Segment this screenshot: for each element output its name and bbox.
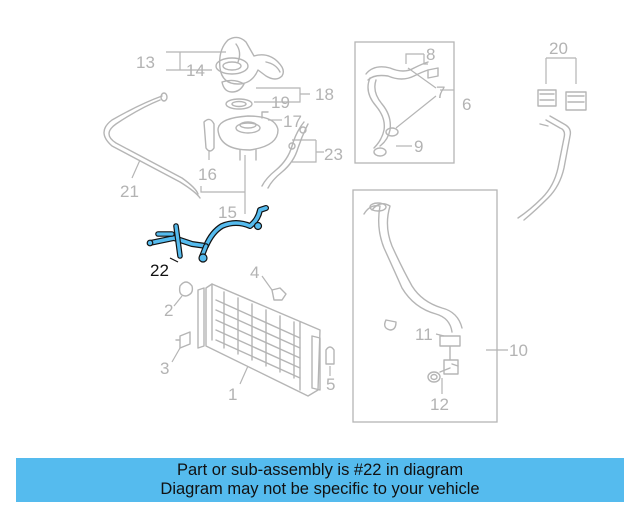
expansion-tank: [200, 111, 282, 214]
label-11: 11: [415, 325, 433, 344]
thermostat-housing-group: [166, 36, 310, 110]
label-18: 18: [315, 85, 334, 104]
diagram-caption: Part or sub-assembly is #22 in diagram D…: [16, 458, 624, 502]
hose-23: [261, 121, 324, 189]
caption-line-1: Part or sub-assembly is #22 in diagram: [176, 461, 464, 479]
label-9: 9: [414, 137, 423, 156]
label-8: 8: [426, 45, 435, 64]
radiator-group: [171, 275, 335, 397]
label-23: 23: [324, 145, 343, 164]
caption-line-2: Diagram may not be specific to your vehi…: [160, 480, 480, 498]
label-14: 14: [186, 61, 205, 80]
group-6: [354, 41, 455, 164]
label-7: 7: [436, 83, 445, 102]
coolant-pipe-22: [146, 205, 269, 263]
label-12: 12: [430, 395, 449, 414]
label-4: 4: [250, 263, 259, 282]
label-5: 5: [326, 375, 335, 394]
hose-21: [103, 92, 201, 199]
label-3: 3: [160, 359, 169, 378]
label-2: 2: [164, 301, 173, 320]
label-19: 19: [271, 93, 290, 112]
label-6: 6: [462, 95, 471, 114]
label-13: 13: [136, 53, 155, 72]
group-10: [352, 189, 508, 423]
label-22: 22: [150, 261, 169, 280]
label-15: 15: [218, 203, 237, 222]
label-10: 10: [509, 341, 528, 360]
label-21: 21: [120, 182, 139, 201]
label-1: 1: [228, 385, 237, 404]
label-16: 16: [198, 165, 217, 184]
group-20: [517, 57, 587, 221]
label-20: 20: [549, 39, 568, 58]
label-17: 17: [283, 112, 302, 131]
